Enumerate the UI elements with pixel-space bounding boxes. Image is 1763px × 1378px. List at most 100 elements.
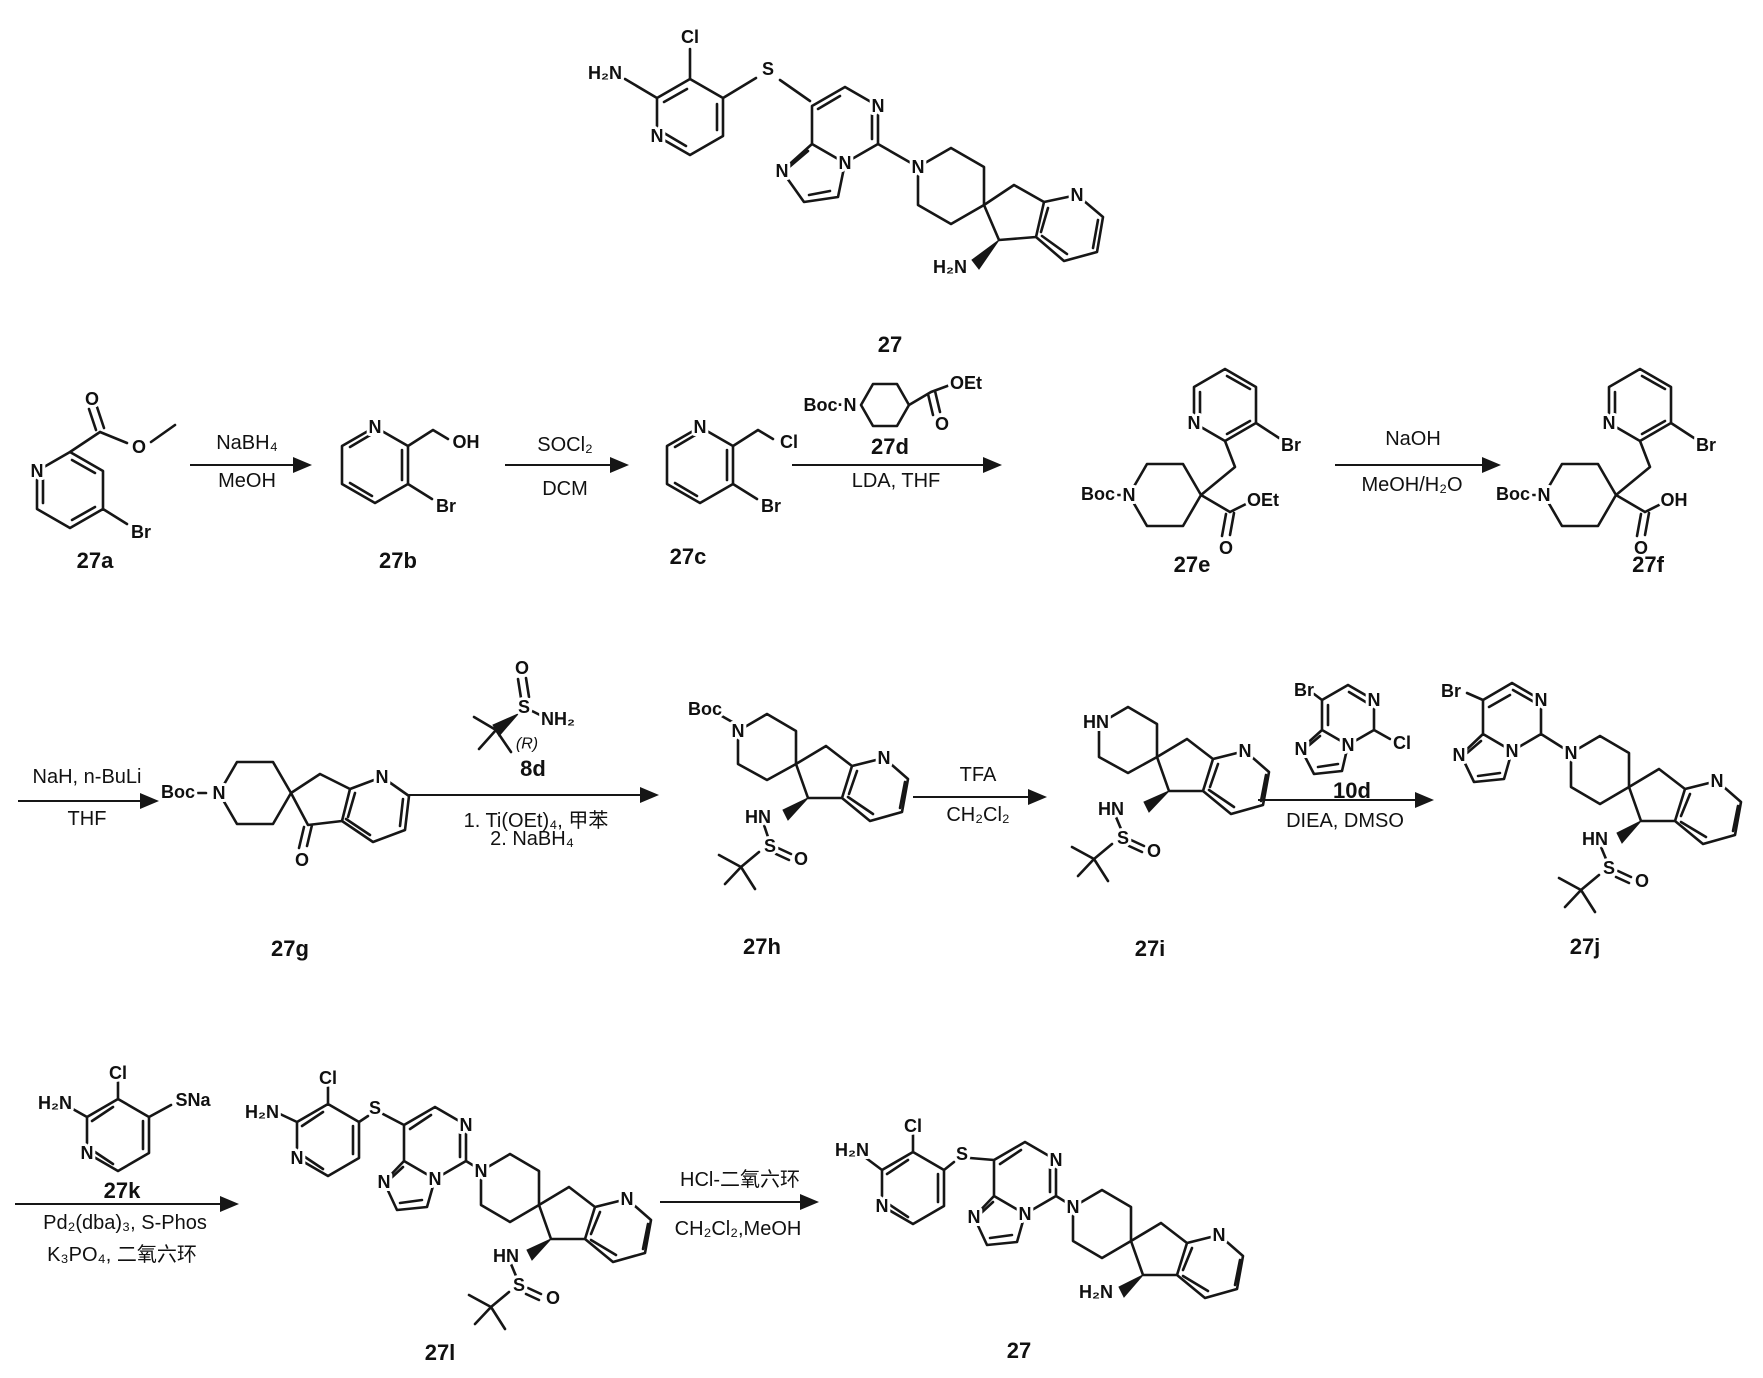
reaction-arrow-4 xyxy=(1335,457,1501,473)
atom-label: N xyxy=(1239,741,1252,761)
stereo-wedge xyxy=(1616,820,1642,844)
atom-label: O xyxy=(515,658,529,678)
atom-label: OH xyxy=(453,432,480,452)
structure-27l: H₂N Cl N S N N N N N HN S O xyxy=(242,1065,653,1331)
atom-label: N xyxy=(1213,1225,1226,1245)
atom-label: N xyxy=(1453,745,1466,765)
atom-label: N xyxy=(81,1143,94,1163)
atom-label: N xyxy=(1368,690,1381,710)
compound-label-27g: 27g xyxy=(271,936,309,961)
atom-label: S xyxy=(762,59,774,79)
compound-label-27k: 27k xyxy=(103,1178,141,1203)
atom-label: Cl xyxy=(904,1116,922,1136)
atom-label: N xyxy=(429,1169,442,1189)
atom-label: N xyxy=(839,153,852,173)
reagent-step4-below: MeOH/H₂O xyxy=(1361,474,1463,496)
atom-label: O xyxy=(1635,871,1649,891)
atom-label: N xyxy=(621,1189,634,1209)
atom-label: HN xyxy=(1083,712,1109,732)
atom-label: N xyxy=(369,417,382,437)
reaction-arrow-2 xyxy=(505,457,629,473)
reagent-step6-below2: 2. NaBH₄ xyxy=(490,828,574,850)
reaction-arrow-1 xyxy=(190,457,312,473)
atom-label: OEt xyxy=(950,373,982,393)
atom-label: N xyxy=(878,748,891,768)
stereo-wedge xyxy=(1118,1274,1144,1298)
atom-label: N xyxy=(1538,485,1551,505)
reaction-arrow-8 xyxy=(1258,792,1434,808)
reagent-step2-below: DCM xyxy=(542,478,588,500)
atom-label: S xyxy=(956,1144,968,1164)
atom-label: N xyxy=(872,96,885,116)
atom-label: O xyxy=(546,1288,560,1308)
atom-label: O xyxy=(1219,538,1233,558)
reagent-step1-below: MeOH xyxy=(218,470,276,492)
atom-label: N xyxy=(1123,485,1136,505)
atom-label: O xyxy=(1634,538,1648,558)
atom-label: S xyxy=(1117,828,1129,848)
compound-label-27h: 27h xyxy=(743,934,781,959)
reagent-step5-above: NaH, n-BuLi xyxy=(32,766,142,788)
atom-label: Br xyxy=(1294,680,1314,700)
atom-label: Br xyxy=(436,496,456,516)
atom-label: Boc xyxy=(1081,484,1115,504)
atom-label: N xyxy=(776,161,789,181)
atom-label: N xyxy=(376,767,389,787)
structure-27h: Boc N N HN S O xyxy=(685,696,910,891)
atom-label: H₂N xyxy=(835,1140,869,1160)
reagent-step6-below1: 1. Ti(OEt)₄, 甲苯 xyxy=(463,810,609,832)
compound-label-27d: 27d xyxy=(871,434,909,459)
reagent-step9-below2: K₃PO₄, 二氧六环 xyxy=(47,1244,197,1266)
stereo-wedge xyxy=(492,713,519,737)
atom-label: O xyxy=(295,850,309,870)
reaction-arrow-9 xyxy=(15,1196,239,1212)
stereo-wedge xyxy=(1143,790,1170,813)
atom-label: O xyxy=(132,437,146,457)
atom-label: N xyxy=(213,783,226,803)
structure-27c: N Cl Br xyxy=(665,414,801,519)
compound-label-27c: 27c xyxy=(669,544,707,569)
compound-label-27a: 27a xyxy=(76,548,114,573)
structure-8d: O S NH₂ (R) xyxy=(472,655,578,756)
atom-label: N xyxy=(1603,413,1616,433)
atom-label: N xyxy=(651,126,664,146)
structure-27d: Boc·N OEt O xyxy=(801,370,986,437)
reagent-step3-below: LDA, THF xyxy=(851,470,941,492)
atom-label: N xyxy=(1342,735,1355,755)
structure-27i: HN N HN S O xyxy=(1070,705,1271,883)
atom-label: H₂N xyxy=(1079,1282,1113,1302)
structure-27e: N Br Boc N OEt O xyxy=(1078,367,1304,561)
atom-label: N xyxy=(475,1161,488,1181)
atom-label: S xyxy=(513,1275,525,1295)
atom-label: Cl xyxy=(319,1068,337,1088)
atom-label: N xyxy=(912,157,925,177)
atom-label: H₂N xyxy=(245,1102,279,1122)
atom-label: N xyxy=(1071,185,1084,205)
reagent-step4-above: NaOH xyxy=(1385,428,1441,450)
atom-label: SNa xyxy=(175,1090,211,1110)
atom-label: O xyxy=(85,389,99,409)
reagent-step7-above: TFA xyxy=(959,764,997,786)
atom-label: Boc xyxy=(688,699,722,719)
atom-label: S xyxy=(764,836,776,856)
atom-label: HN xyxy=(1582,829,1608,849)
atom-label: Boc·N xyxy=(804,395,857,415)
atom-label: Br xyxy=(1281,435,1301,455)
reagent-step1-above: NaBH₄ xyxy=(216,432,278,454)
compound-label-27b: 27b xyxy=(379,548,417,573)
structure-10d: Br N Cl N N xyxy=(1291,677,1414,776)
atom-label: Cl xyxy=(681,27,699,47)
reaction-arrow-5 xyxy=(18,793,159,809)
atom-label: Br xyxy=(761,496,781,516)
compound-label-27-top: 27 xyxy=(877,332,903,357)
reaction-arrow-7 xyxy=(913,789,1047,805)
atom-label: Boc xyxy=(1496,484,1530,504)
structure-27a: O N O Br xyxy=(28,386,177,545)
atom-label: HN xyxy=(745,807,771,827)
atom-label: S xyxy=(1603,858,1615,878)
atom-label: H₂N xyxy=(38,1093,72,1113)
atom-label: N xyxy=(1295,739,1308,759)
atom-label: S xyxy=(518,697,530,717)
atom-label: HN xyxy=(493,1246,519,1266)
